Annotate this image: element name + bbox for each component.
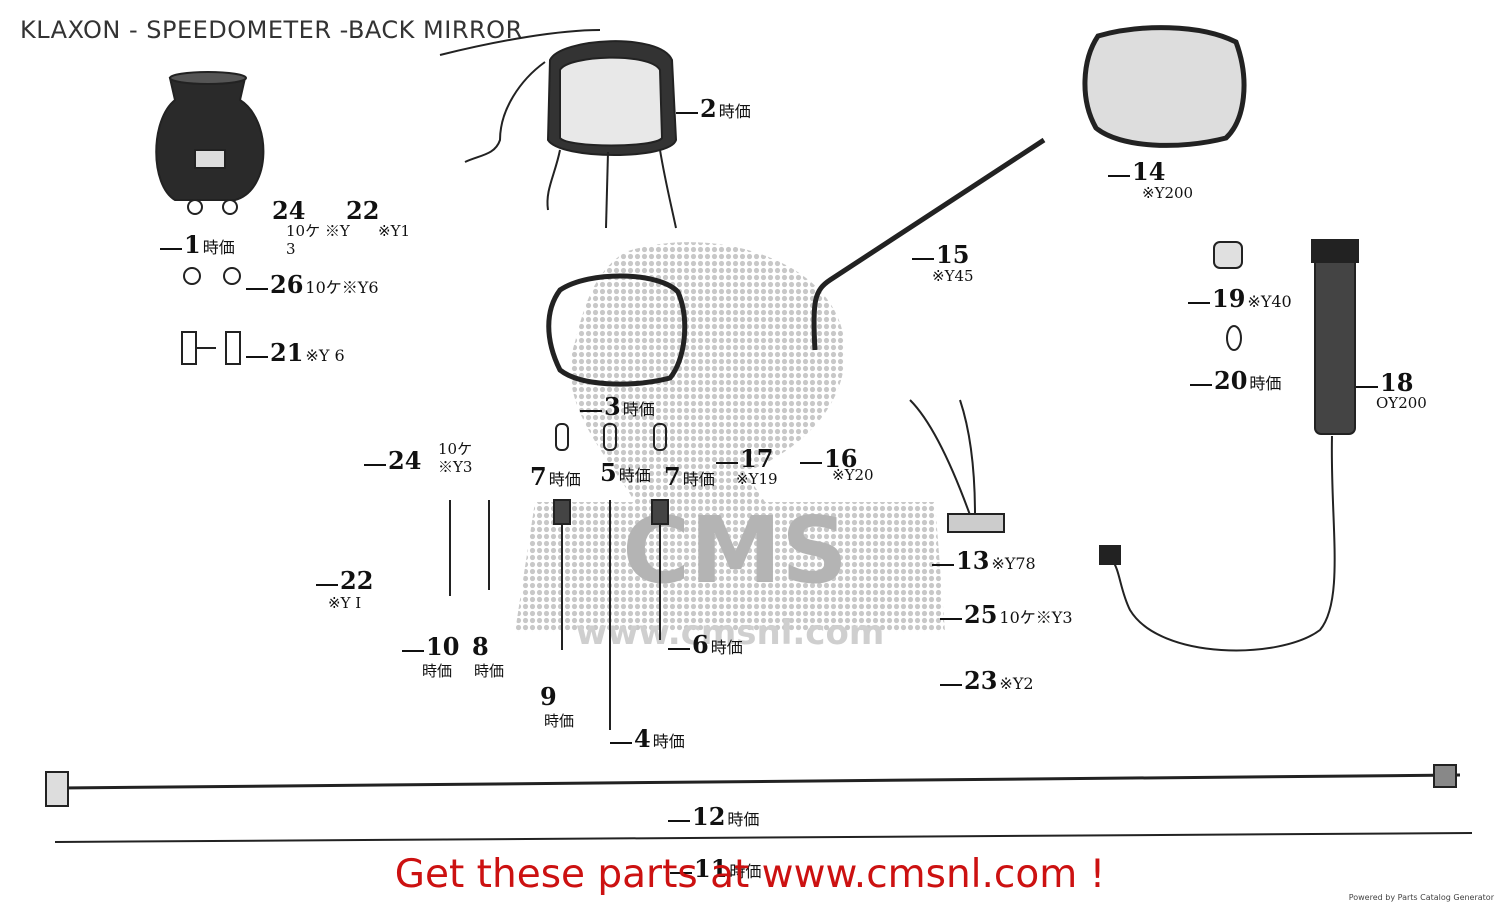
flashlight-part	[1099, 239, 1359, 652]
callout-16-note: ※Y20	[832, 466, 874, 484]
bulb-part	[1226, 325, 1242, 351]
callout-15-note: ※Y45	[932, 267, 974, 285]
callout-24b: 24	[364, 446, 421, 475]
callout-21: 21※Y 6	[246, 338, 345, 367]
callout-22a-note: ※Y1	[378, 222, 411, 240]
horn-part	[155, 71, 265, 215]
callout-8-note: 時価	[474, 662, 505, 680]
back-mirror-part	[1082, 25, 1247, 148]
callout-10-note: 時価	[422, 662, 453, 680]
nut-part	[183, 267, 201, 285]
callout-24b-note: 10ケ ※Y3	[438, 440, 473, 476]
callout-22a: 22	[346, 196, 380, 225]
get-parts-link[interactable]: Get these parts at www.cmsnl.com !	[394, 852, 1106, 897]
cable-part	[45, 764, 1473, 843]
bulb-sockets-part	[553, 423, 669, 730]
callout-8: 8	[472, 632, 489, 661]
callout-18: 18	[1356, 368, 1413, 397]
callout-24a: 24	[272, 196, 306, 225]
callout-13: 13※Y78	[932, 546, 1036, 575]
callout-18-note: OY200	[1376, 394, 1427, 412]
powered-by-credit: Powered by Parts Catalog Generator	[1348, 893, 1494, 902]
callout-22b-note: ※Y I	[328, 594, 362, 612]
callout-15: 15	[912, 240, 969, 269]
page-title: KLAXON - SPEEDOMETER -BACK MIRROR	[20, 16, 523, 44]
callout-22b: 22	[316, 566, 373, 595]
callout-19: 19※Y40	[1188, 284, 1292, 313]
callout-17: 17	[716, 444, 773, 473]
mirror-glass-part	[546, 273, 688, 387]
callout-17-note: ※Y19	[736, 470, 778, 488]
watermark-url: www.cmsnl.com	[576, 613, 885, 653]
bolt-part	[181, 331, 241, 365]
lamp-cap-part	[1213, 241, 1243, 269]
callout-9-note: 時価	[544, 712, 575, 730]
callout-9: 9	[540, 682, 557, 711]
callout-24a-note: 10ケ ※Y 3	[286, 222, 350, 258]
switch-part	[909, 399, 1005, 533]
mirror-stay-part	[811, 137, 1046, 351]
callout-16: 16	[800, 444, 857, 473]
callout-14: 14	[1108, 157, 1165, 186]
speedometer-part	[439, 29, 678, 229]
callout-14-note: ※Y200	[1142, 184, 1194, 202]
callout-10: 10	[402, 632, 459, 661]
callout-23: 23※Y2	[940, 666, 1034, 695]
